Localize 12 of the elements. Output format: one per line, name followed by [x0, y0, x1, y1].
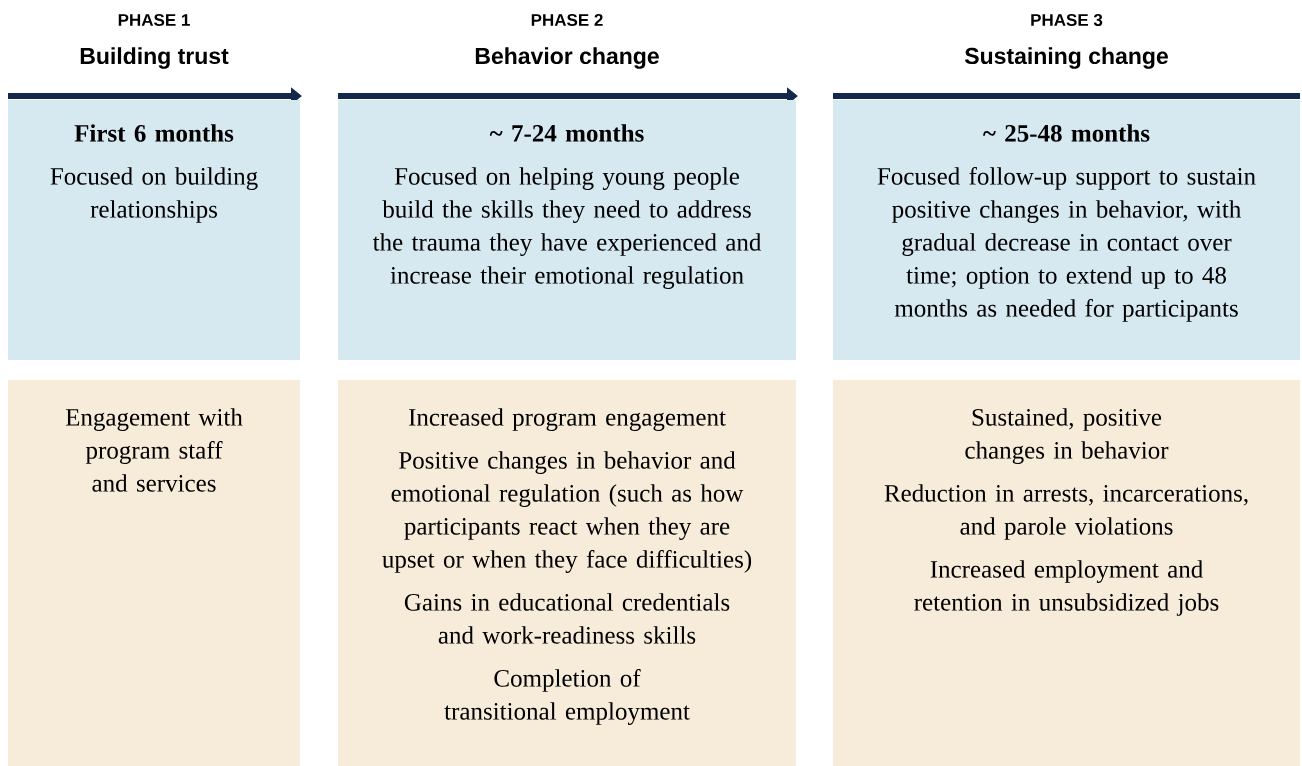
phase-title: Behavior change	[475, 47, 659, 69]
phase-label: PHASE 2	[531, 14, 603, 27]
outcome-box: Engagement with program staff and services	[8, 380, 300, 766]
outcome-box: Sustained, positive changes in behavior Reduction in arrests, incarcerations, and parole violations Increased employment and retention in unsubsidized jobs	[833, 380, 1300, 766]
phase-label: PHASE 3	[1031, 13, 1103, 27]
phase-box: ~ 7-24 months Focused on helping young people build the skills they need to address the trauma they have experienced and increase their emotional regulation	[338, 100, 796, 360]
phase-box: First 6 months Focused on building relationships	[8, 100, 300, 360]
phase-title: Building trust	[80, 47, 229, 69]
phase-title: Sustaining change	[964, 47, 1168, 69]
phase-label: PHASE 1	[118, 14, 190, 27]
phase-box: ~ 25-48 months Focused follow-up support to sustain positive changes in behavior, with gradual decrease in contact over time; option to extend up to 48 months as needed for participants	[833, 100, 1300, 360]
outcome-box: Increased program engagement Positive changes in behavior and emotional regulation (such as how participants react when they are upset or when they face difficulties) Gains in educational credentials and work-readiness skills Completion of transitional employment	[338, 380, 796, 766]
